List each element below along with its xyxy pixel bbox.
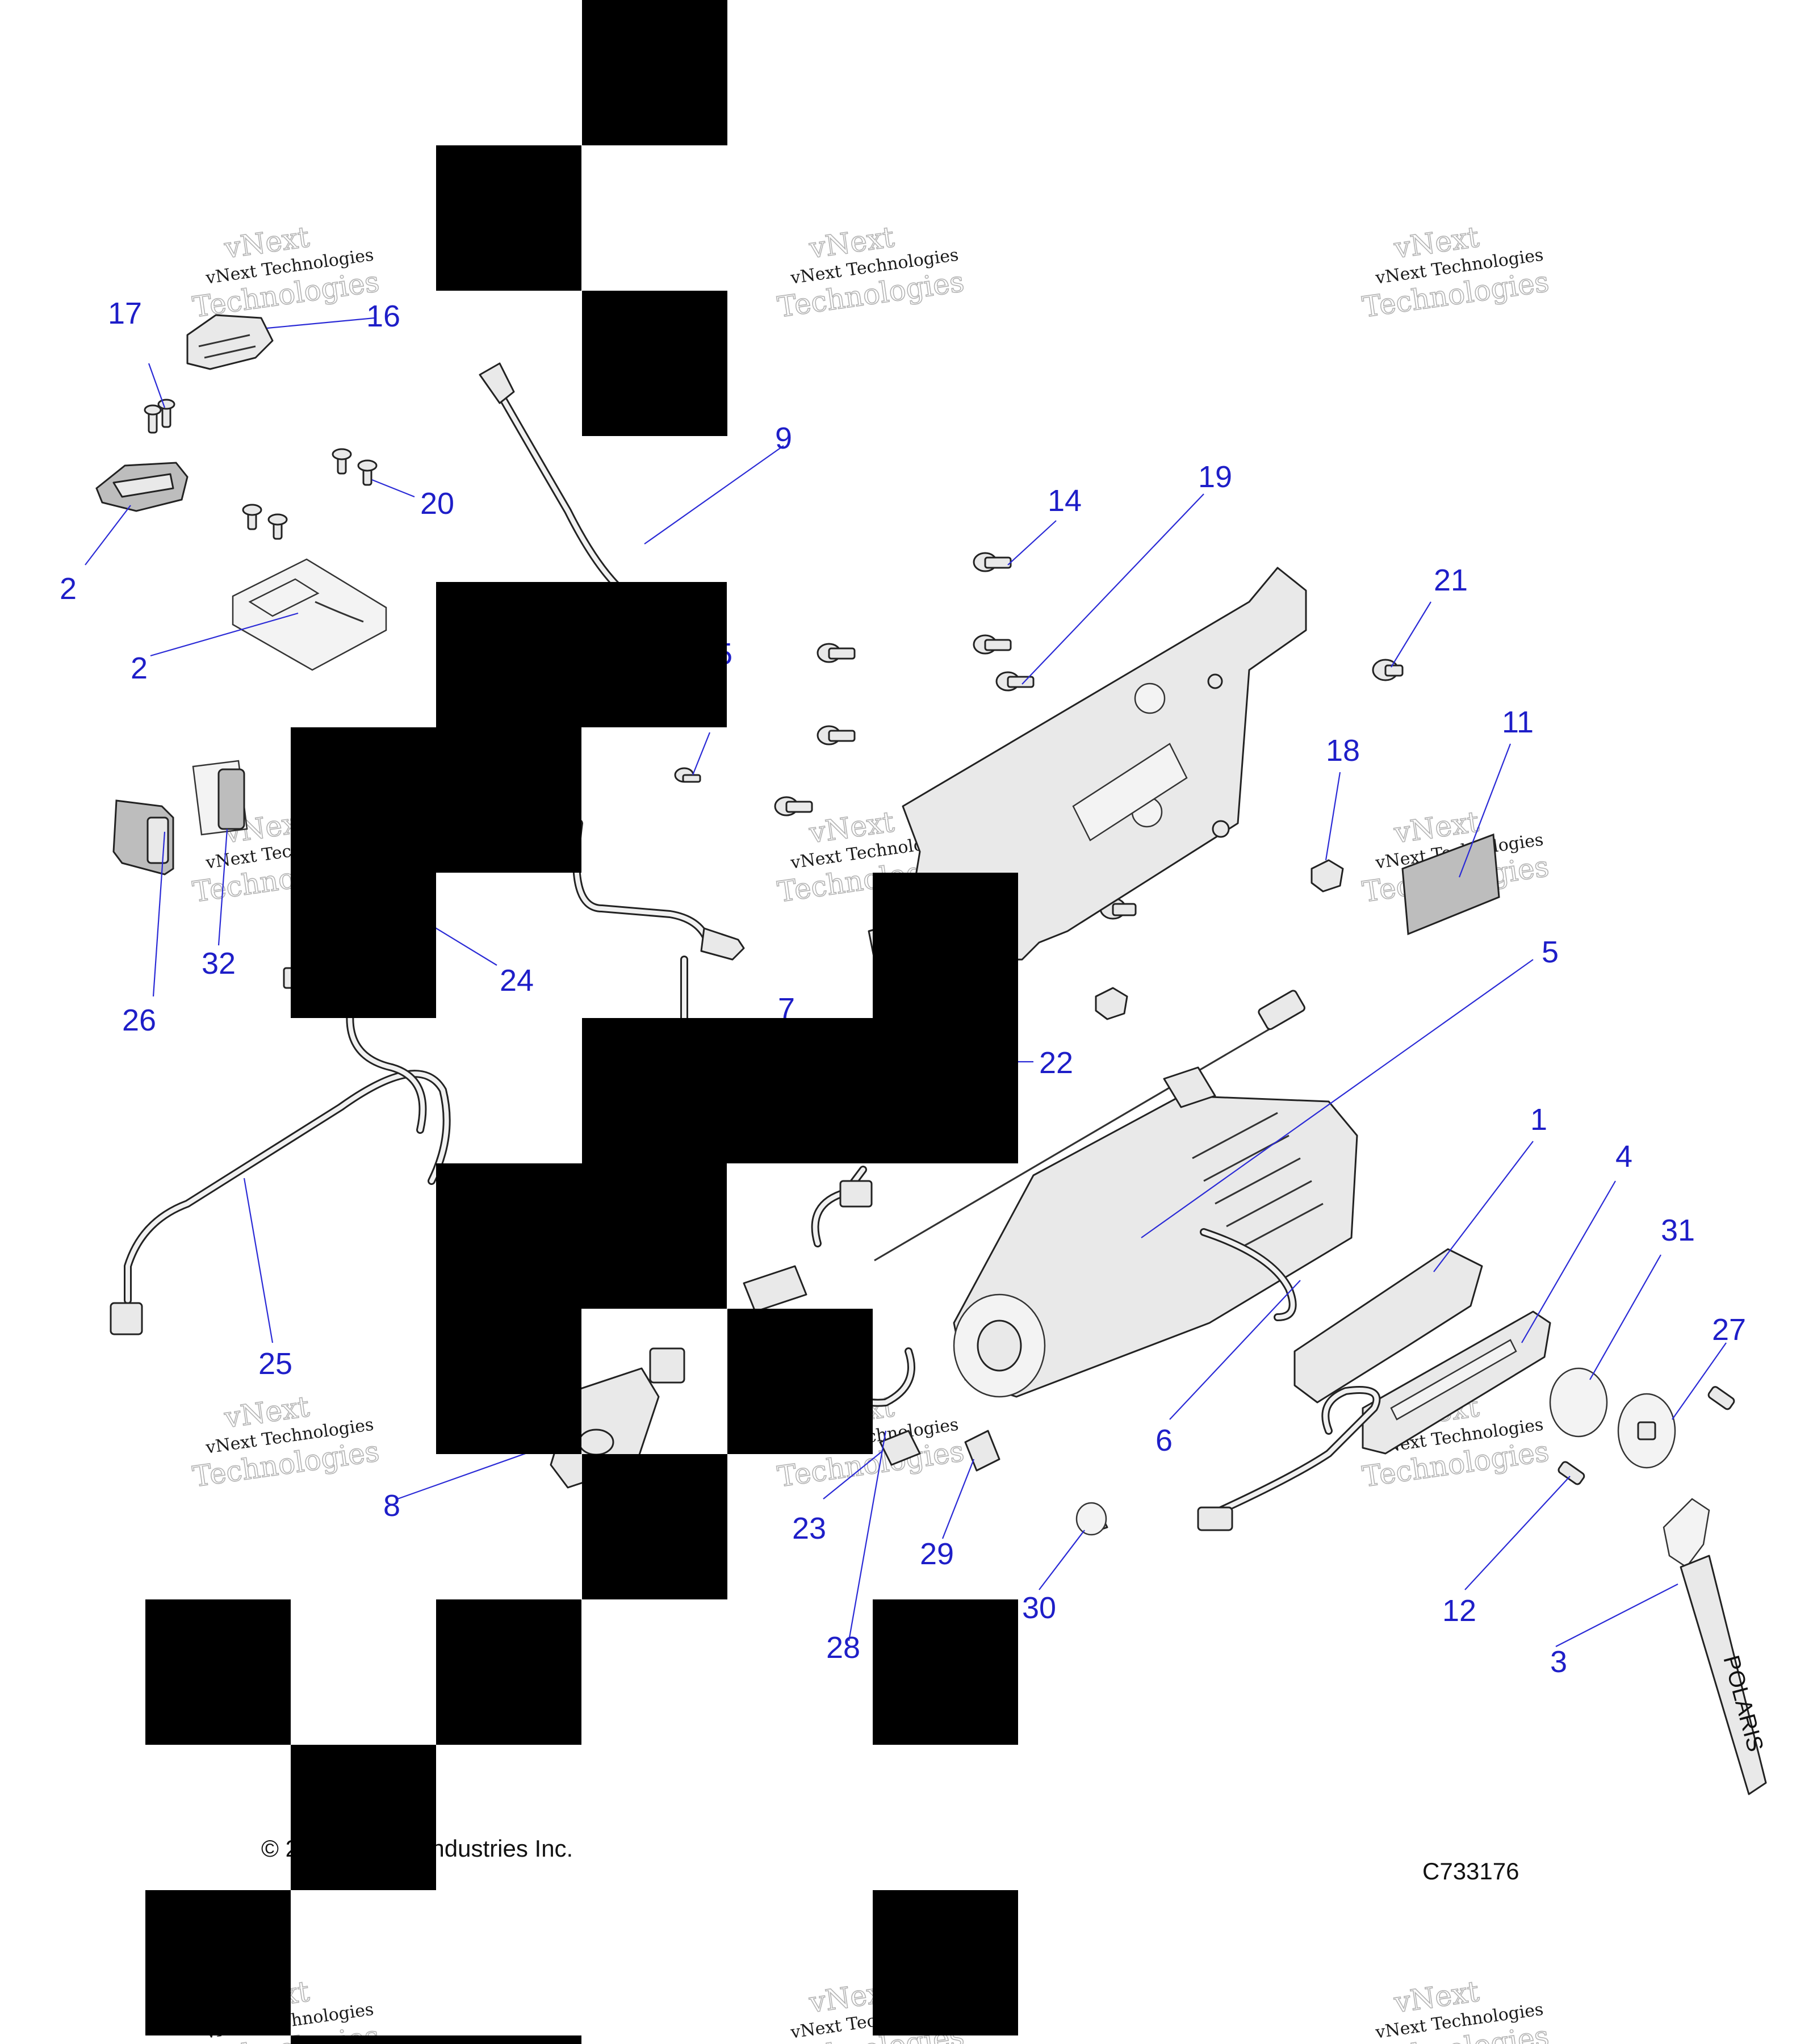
callout-11: 11 xyxy=(1502,705,1534,739)
switch-harness-part xyxy=(110,967,451,1335)
callout-1: 1 xyxy=(1530,1103,1547,1137)
redaction-blocks xyxy=(145,0,1018,2044)
callout-18: 18 xyxy=(1326,734,1360,768)
cable-bumper-part xyxy=(1617,1393,1676,1469)
contactor-cover-part xyxy=(95,462,189,512)
power-cable-part xyxy=(479,362,640,606)
winch-harness-part xyxy=(874,990,1305,1262)
watermark: vNext vNext Technologies Technologies xyxy=(1360,220,1551,324)
cable-clip-part xyxy=(879,1430,1108,1536)
watermark: vNext vNext Technologies Technologies xyxy=(1360,1974,1551,2044)
callout-30: 30 xyxy=(1022,1591,1056,1625)
winch-assembly-part xyxy=(953,1066,1358,1398)
callout-32: 32 xyxy=(202,946,236,981)
cable-stopper-part xyxy=(1549,1367,1608,1438)
callout-20: 20 xyxy=(420,487,454,521)
callout-29: 29 xyxy=(920,1537,954,1571)
bolt-part xyxy=(1558,1386,1735,1485)
leader-lines xyxy=(85,317,1727,1647)
watermark: vNext vNext Technologies Technologies xyxy=(190,1389,382,1494)
rocker-switch-part xyxy=(112,799,174,876)
callout-22: 22 xyxy=(1039,1046,1073,1080)
callout-9: 9 xyxy=(775,421,792,455)
callout-26: 26 xyxy=(122,1003,156,1037)
flange-nut-part xyxy=(1095,859,1344,1020)
watermarks: vNext vNext Technologies Technologies vN… xyxy=(190,220,1551,2044)
screw-part xyxy=(674,767,701,783)
callout-6: 6 xyxy=(1155,1423,1173,1457)
diagram-code: C733176 xyxy=(1422,1858,1519,1884)
callout-25: 25 xyxy=(258,1347,292,1381)
roller-cable-part xyxy=(1197,1386,1381,1531)
callout-31: 31 xyxy=(1661,1213,1695,1247)
callout-27: 27 xyxy=(1712,1313,1746,1347)
callout-14: 14 xyxy=(1048,484,1082,518)
callout-24: 24 xyxy=(500,964,534,998)
callout-16: 16 xyxy=(366,299,400,333)
screw-part xyxy=(144,399,175,434)
control-module-part xyxy=(232,558,387,671)
ground-wire-part xyxy=(1200,1228,1297,1321)
callout-3: 3 xyxy=(1550,1645,1567,1679)
callout-28: 28 xyxy=(826,1631,860,1665)
watermark: vNext vNext Technologies Technologies xyxy=(190,220,382,324)
warning-label-part xyxy=(1401,833,1500,936)
callout-23: 23 xyxy=(792,1511,826,1545)
callout-labels: 17 16 2 2 20 9 14 19 21 15 18 11 5 7 22 … xyxy=(60,296,1746,1679)
callout-19: 19 xyxy=(1198,460,1232,494)
callout-12: 12 xyxy=(1442,1594,1476,1628)
callout-2: 2 xyxy=(60,572,77,606)
screw-part xyxy=(242,448,378,540)
watermark: vNext vNext Technologies Technologies xyxy=(775,220,966,324)
hawse-fairlead-part xyxy=(1362,1310,1551,1455)
winch-cable-part xyxy=(572,819,745,1026)
switch-bezel-part xyxy=(192,760,248,836)
winch-mount-bracket-part xyxy=(1293,1248,1483,1404)
callout-8: 8 xyxy=(383,1489,400,1523)
mounting-bolts-part xyxy=(774,552,1404,920)
callout-5: 5 xyxy=(1542,935,1559,969)
switch-bracket-part xyxy=(186,314,274,370)
callout-21: 21 xyxy=(1434,563,1468,597)
callout-17: 17 xyxy=(108,296,142,330)
callout-2: 2 xyxy=(131,651,148,685)
callout-4: 4 xyxy=(1615,1140,1632,1174)
winch-hook-part: POLARIS xyxy=(1663,1498,1768,1795)
